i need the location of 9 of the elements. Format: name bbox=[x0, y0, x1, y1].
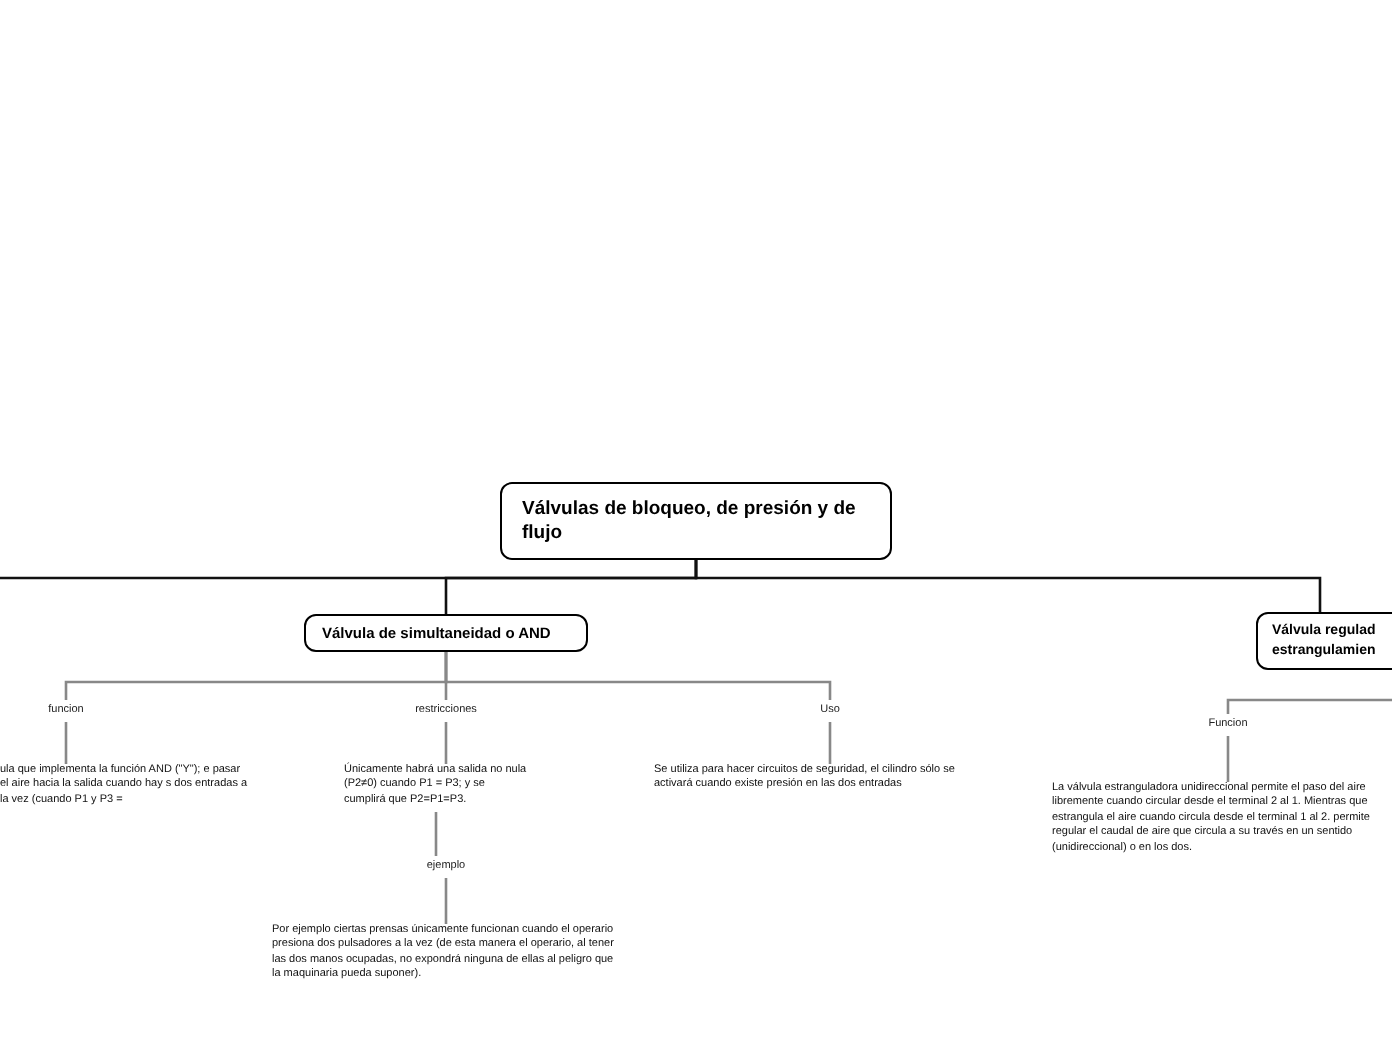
topic-box: Válvulas de bloqueo, de presión y de flujo bbox=[500, 482, 892, 560]
connector-line bbox=[0, 560, 698, 580]
connector-line bbox=[444, 652, 832, 700]
connector-line bbox=[64, 722, 68, 764]
connector-line bbox=[434, 812, 438, 856]
connector-line bbox=[828, 722, 832, 764]
connector-line bbox=[1226, 736, 1230, 782]
connector-line bbox=[444, 722, 448, 764]
connector-line bbox=[444, 878, 448, 924]
